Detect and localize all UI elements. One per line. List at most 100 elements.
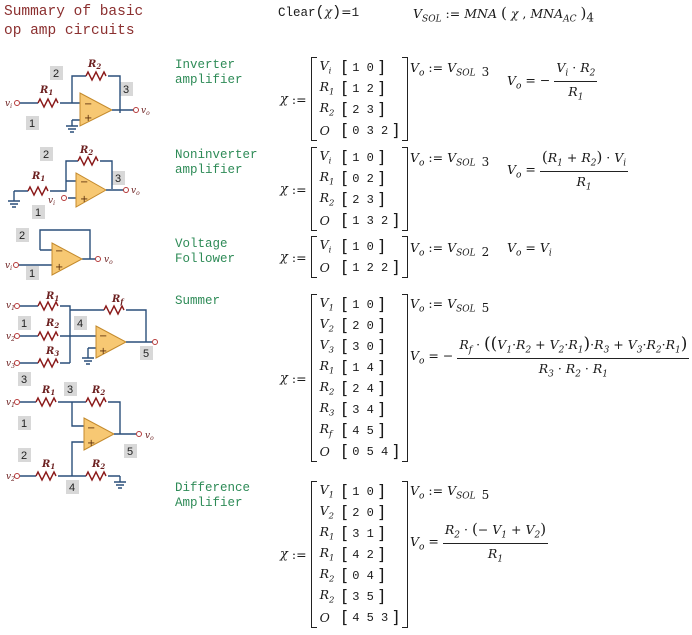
- node-vector: [3 4]: [341, 399, 385, 420]
- r1-symbol: R1: [665, 337, 681, 356]
- node-values: 3 0: [352, 339, 374, 354]
- vo-symbol: Vo: [410, 240, 425, 259]
- opamp-symbol: [83, 417, 116, 451]
- element-name: V2: [319, 316, 335, 335]
- element-name: R1: [319, 545, 335, 564]
- node-label: 3: [21, 374, 27, 386]
- chi-symbol: χ: [280, 547, 288, 562]
- node-values: 0 4: [352, 568, 374, 583]
- v2-label: v2: [6, 332, 15, 343]
- vi-label: vi: [5, 261, 12, 272]
- node-vector: [3 5]: [341, 586, 385, 607]
- difference-circuit: 3 R1 R2 1 5 2 R1 R2 4 v1 v2 − + vo: [6, 382, 154, 494]
- element-name: Rf: [319, 421, 333, 440]
- node-vector: [0 4]: [341, 565, 385, 586]
- assign-op: :=: [291, 547, 307, 562]
- input-terminal: [14, 100, 20, 106]
- element-name: V3: [319, 337, 335, 356]
- matrix-row: Vi[1 0]: [320, 236, 399, 257]
- vsol-symbol: V: [413, 6, 423, 21]
- r2-symbol: R2: [580, 60, 596, 79]
- node-label: 2: [19, 230, 25, 242]
- vi-symbol: Vi: [539, 240, 552, 259]
- mna-arg1: χ: [510, 6, 519, 21]
- node-values: 4 5: [352, 423, 374, 438]
- formula-summer: Vo = − Rf · ((V1·R2 + V2·R1)·R3 + V3·R2·…: [410, 334, 690, 380]
- node-values: 1 0: [352, 239, 374, 254]
- node-vector: [0 3 2]: [341, 120, 399, 141]
- r1-symbol: R1: [592, 360, 609, 380]
- v1-label: v1: [6, 301, 15, 312]
- node-values: 1 0: [352, 60, 374, 75]
- vo-label: vo: [145, 431, 154, 442]
- mna-arg2-sub: AC: [563, 14, 577, 25]
- rf-symbol: Rf: [459, 337, 473, 356]
- vsol-index: 5: [481, 300, 490, 315]
- r2-symbol: R2: [516, 337, 532, 356]
- node-label: 1: [29, 268, 35, 280]
- node-label: 3: [123, 84, 129, 96]
- node-values: 2 0: [352, 318, 374, 333]
- r3-label: R3: [45, 346, 59, 358]
- vsol-index: 2: [481, 244, 490, 259]
- node-vector: [0 2]: [341, 168, 385, 189]
- matrix-row: Vi[1 0]: [320, 147, 399, 168]
- element-name: Vi: [319, 58, 332, 77]
- inverter-circuit: 2 3 1 R2 R1 vi − + vo: [5, 59, 150, 133]
- element-name: O: [319, 123, 330, 138]
- vsol-index: 3: [481, 64, 490, 79]
- node-vector: [2 0]: [341, 502, 385, 523]
- r1-symbol: R1: [576, 173, 592, 193]
- r1-label: R1: [39, 85, 53, 97]
- matrix-row: Vi [1 0]: [320, 57, 399, 78]
- clear-statement: Clear(χ)=1: [278, 4, 360, 21]
- minus-sign: −: [99, 331, 107, 342]
- node-values: 2 3: [352, 102, 374, 117]
- vo-symbol: Vo: [410, 60, 425, 79]
- minus-sign: −: [84, 99, 92, 110]
- matrix-noninverter: χ:=Vi[1 0]R1[0 2]R2[2 3]O[1 3 2]: [280, 147, 408, 231]
- node-vector: [1 0]: [341, 57, 385, 78]
- element-name: O: [319, 444, 330, 459]
- element-name: R2: [319, 566, 335, 585]
- mna-statement: VSOL := MNA ( χ , MNAAC )4: [413, 4, 594, 25]
- node-vector: [1 0]: [341, 481, 385, 502]
- output-terminal: [136, 431, 142, 437]
- matrix-row: Rf[4 5]: [320, 420, 399, 441]
- element-name: R1: [319, 524, 335, 543]
- node-values: 0 5 4: [352, 444, 389, 459]
- matrix-summer: χ:=V1[1 0]V2[2 0]V3[3 0]R1[1 4]R2[2 4]R3…: [280, 294, 408, 462]
- sv1-symbol: V1: [497, 337, 513, 356]
- assign-op: :=: [291, 181, 307, 197]
- node-values: 3 1: [352, 526, 374, 541]
- r3-symbol: R3: [594, 337, 610, 356]
- r2-symbol: R2: [581, 150, 597, 169]
- r1-label: R1: [31, 171, 45, 183]
- r1-label: R1: [41, 459, 55, 471]
- node-values: 1 4: [352, 360, 374, 375]
- assign-op: :=: [424, 240, 448, 255]
- node-vector: [2 4]: [341, 378, 385, 399]
- vsol-symbol: VSOL: [447, 240, 476, 259]
- node-vector: [1 0]: [341, 236, 385, 257]
- vsol-sub: SOL: [422, 14, 442, 25]
- formula-follower: Vo = Vi: [507, 240, 552, 259]
- noninverter-circuit: 2 3 1 R2 R1 vi − + vo: [8, 145, 140, 219]
- opamp-symbol: [75, 172, 108, 208]
- chi-symbol: χ: [280, 370, 288, 386]
- chi-symbol: χ: [280, 181, 288, 197]
- matrix-row: R1[0 2]: [320, 168, 399, 189]
- r2-label: R2: [91, 385, 105, 397]
- assign-op: :=: [291, 91, 307, 107]
- node-vector: [1 2 2]: [341, 257, 399, 278]
- assign-op: :=: [291, 370, 307, 386]
- matrix-row: O[1 3 2]: [320, 210, 399, 231]
- vo-label: vo: [104, 255, 113, 266]
- node-values: 1 0: [352, 484, 374, 499]
- plus-sign: +: [99, 346, 107, 357]
- node-vector: [3 1]: [341, 523, 385, 544]
